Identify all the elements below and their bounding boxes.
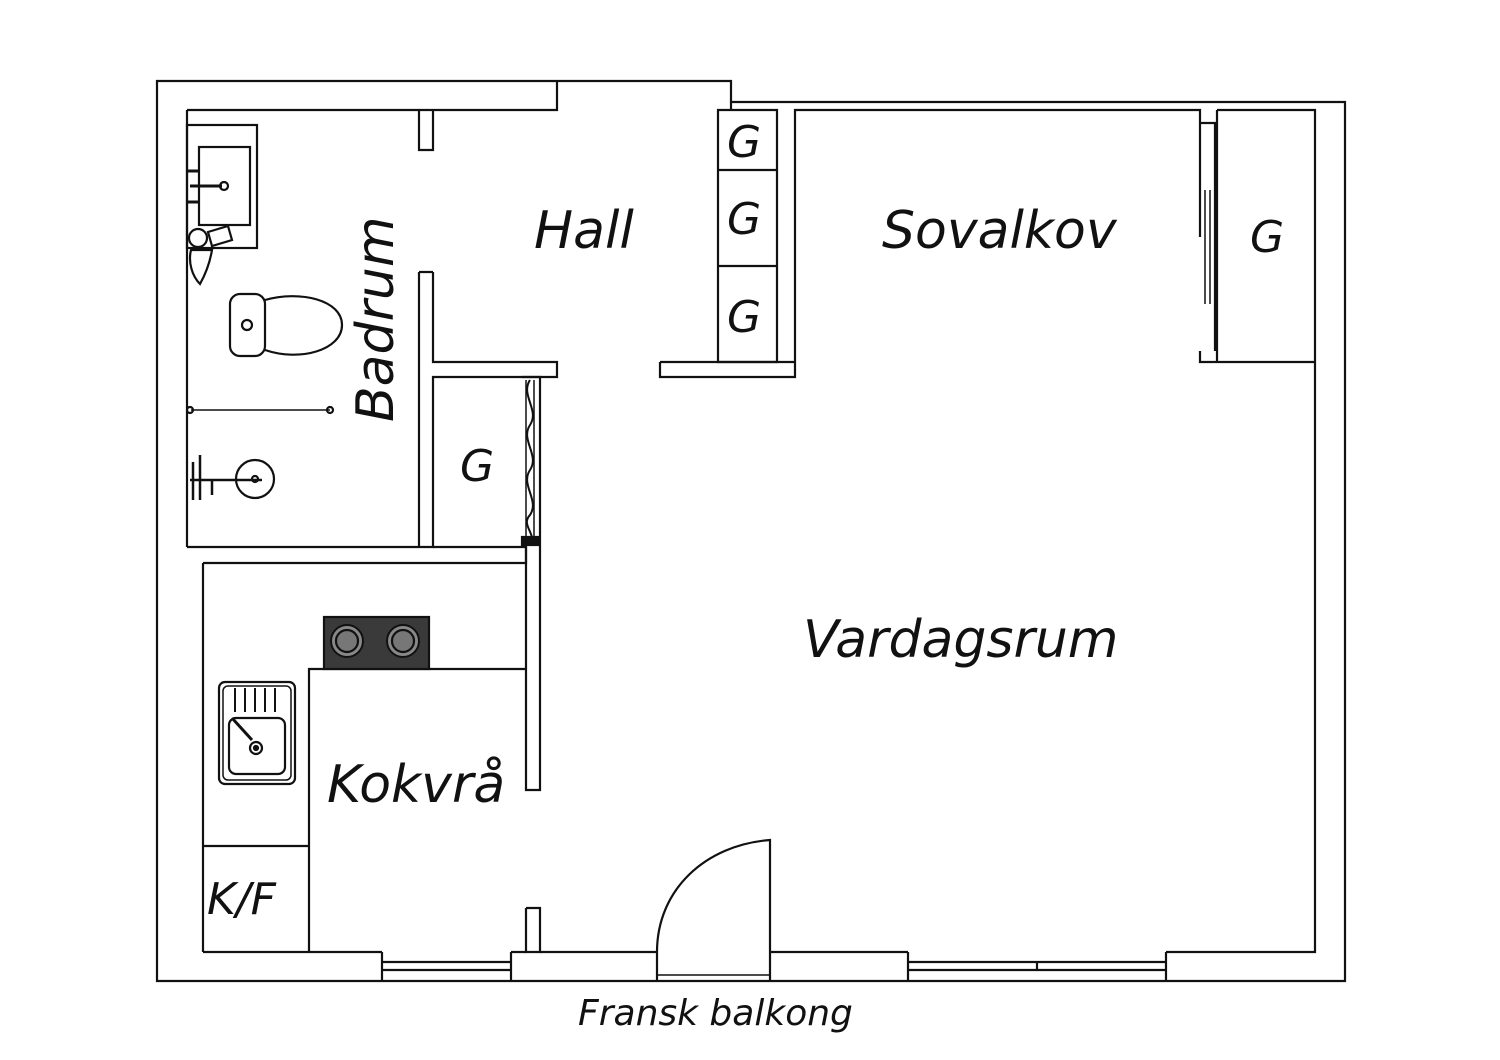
closet-hall-wall [433, 375, 542, 792]
room-label-badrum: Badrum [346, 216, 406, 422]
wardrobe-label-hall-3: G [727, 292, 761, 343]
kitchen-wall [201, 547, 542, 954]
wardrobe-label-hall-1: G [727, 117, 761, 168]
bath-hall-wall [187, 110, 559, 549]
window-right [906, 952, 1168, 981]
room-label-sovalkov: Sovalkov [882, 201, 1118, 261]
curtain-handle [520, 535, 540, 547]
washbasin-drain [218, 180, 230, 192]
room-label-hall: Hall [534, 201, 634, 261]
toilet-icon [228, 292, 344, 358]
bedroom-wardrobe-door [1204, 190, 1211, 304]
fridge-freezer-label: K/F [207, 874, 277, 925]
stove-burner-left-inner [334, 628, 360, 654]
closet-curtain-rail [525, 380, 535, 545]
bath-item [187, 227, 209, 249]
inner-wall-bottom [203, 108, 1317, 954]
hall-closet [520, 379, 540, 547]
kitchen-counter [307, 667, 526, 952]
window-left [380, 952, 513, 981]
bath-towel [188, 248, 214, 286]
kitchen-fixtures [203, 615, 526, 952]
bath-cup [206, 224, 234, 248]
balcony-door [655, 838, 772, 981]
shower-icon [190, 455, 276, 500]
sink-icon [217, 680, 297, 786]
wardrobe-label-bedroom: G [1250, 212, 1284, 263]
inner-wall-top-left [187, 81, 559, 112]
wardrobe-label-hall-closet: G [460, 441, 494, 492]
shower-rail-end-right [325, 405, 335, 415]
hall-bedroom-wall [658, 108, 1315, 379]
washbasin-tap [188, 169, 222, 204]
room-label-vardagsrum: Vardagsrum [803, 610, 1118, 670]
wardrobe-label-hall-2: G [727, 194, 761, 245]
balcony-door-swing [655, 838, 772, 981]
bathroom-fixtures [185, 123, 344, 500]
washbasin-cabinet [185, 123, 259, 250]
outer-wall [155, 79, 1347, 983]
shower-rail-end-left [185, 405, 195, 415]
stove-burner-right-inner [390, 628, 416, 654]
hall-wardrobe-column [716, 108, 779, 364]
room-label-kokvra: Kokvrå [327, 755, 505, 815]
walls [155, 79, 1347, 983]
balcony-label: Fransk balkong [578, 993, 853, 1034]
closet-curtain [525, 379, 534, 546]
